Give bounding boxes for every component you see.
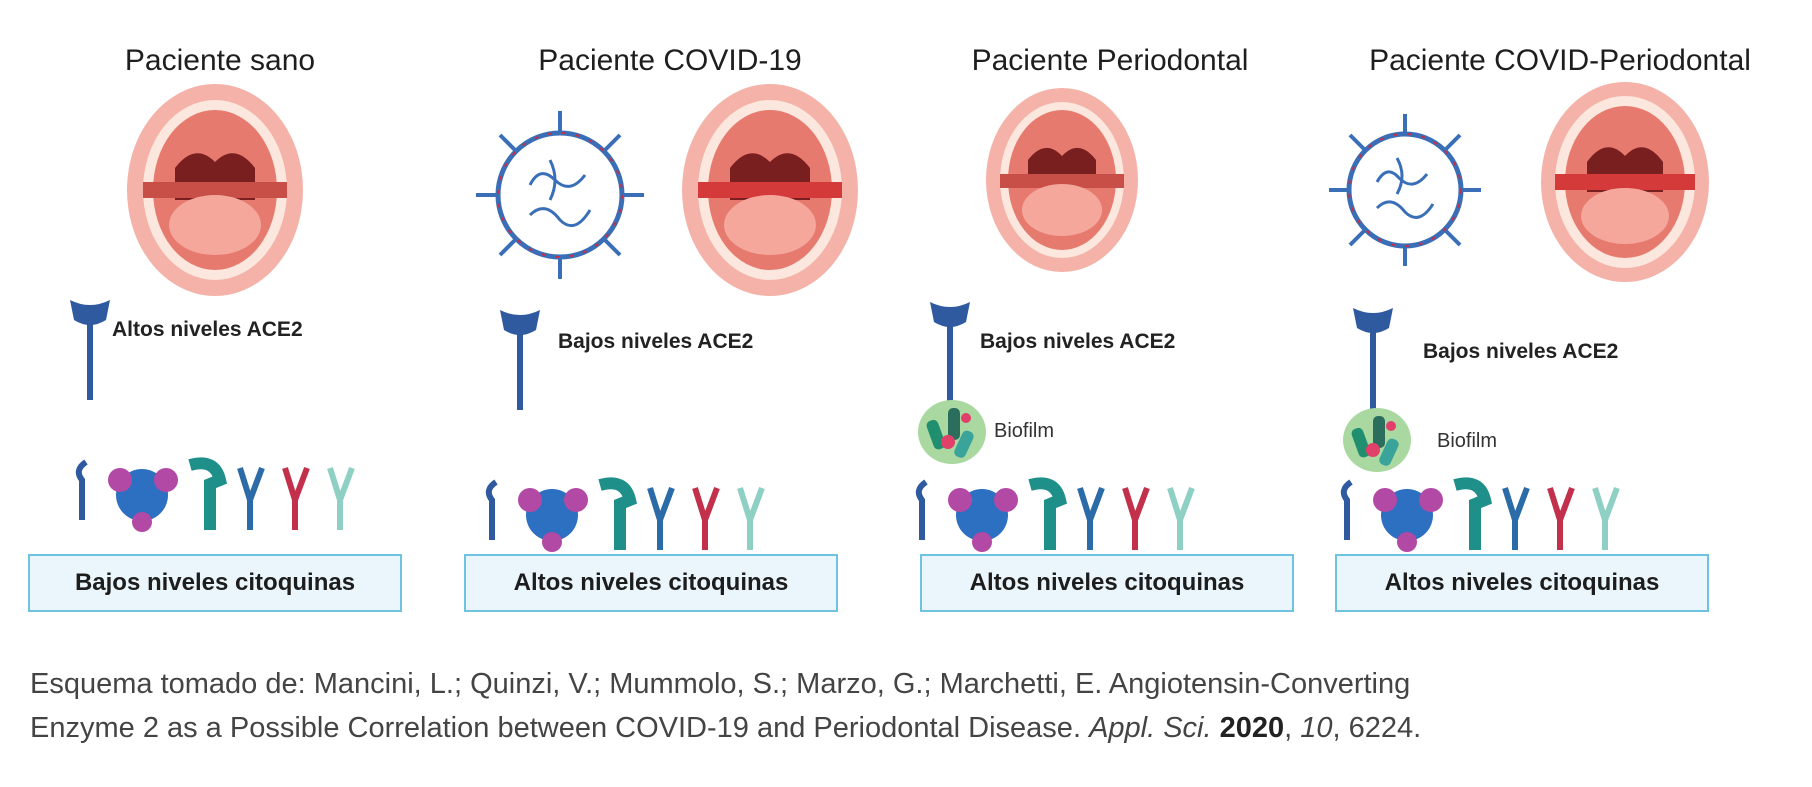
citation-title: Enzyme 2 as a Possible Correlation betwe… xyxy=(30,712,1081,744)
mouth-icon xyxy=(682,84,858,296)
cytokine-molecules-icon xyxy=(1340,477,1620,552)
ace2-receptor-icon xyxy=(500,310,540,410)
panel-covid-periodontal: Paciente COVID-Periodontal xyxy=(1325,0,1795,640)
cytokine-level-box: Altos niveles citoquinas xyxy=(920,554,1294,612)
ace2-receptor-icon xyxy=(1353,308,1393,410)
mouth-icon xyxy=(127,84,303,296)
panel-illustration xyxy=(70,84,355,532)
panel-periodontal: Paciente Periodontal xyxy=(900,0,1320,640)
panel-illustration xyxy=(476,84,858,552)
biofilm-label: Biofilm xyxy=(1437,430,1498,452)
panel-illustration xyxy=(915,88,1195,552)
cytokine-level-box: Bajos niveles citoquinas xyxy=(28,554,402,612)
panel-title: Paciente COVID-19 xyxy=(538,44,802,77)
citation-line-1: Esquema tomado de: Mancini, L.; Quinzi, … xyxy=(30,668,1411,700)
panel-healthy: Paciente sano Altos niveles ACE2 Bajos n… xyxy=(20,0,420,640)
panel-illustration xyxy=(1329,82,1709,552)
citation-journal: Appl. Sci. xyxy=(1089,712,1212,744)
mouth-icon xyxy=(986,88,1138,272)
ace2-level-label: Bajos niveles ACE2 xyxy=(558,330,754,353)
panel-title: Paciente COVID-Periodontal xyxy=(1369,44,1751,77)
ace2-level-label: Altos niveles ACE2 xyxy=(112,318,303,341)
biofilm-icon xyxy=(1343,408,1411,472)
ace2-level-label: Bajos niveles ACE2 xyxy=(1423,340,1619,363)
biofilm-icon xyxy=(918,400,986,464)
citation-article: 6224. xyxy=(1348,712,1422,744)
panel-covid: Paciente COVID-19 xyxy=(464,0,870,640)
virus-icon xyxy=(476,111,644,279)
ace2-receptor-icon xyxy=(930,302,970,404)
cytokine-level-box: Altos niveles citoquinas xyxy=(1335,554,1709,612)
mouth-icon xyxy=(1541,82,1709,282)
citation: Esquema tomado de: Mancini, L.; Quinzi, … xyxy=(30,662,1790,750)
cytokine-molecules-icon xyxy=(75,457,355,532)
ace2-level-label: Bajos niveles ACE2 xyxy=(980,330,1176,353)
citation-line-2: Enzyme 2 as a Possible Correlation betwe… xyxy=(30,712,1422,744)
panel-title: Paciente Periodontal xyxy=(971,44,1249,77)
cytokine-level-box: Altos niveles citoquinas xyxy=(464,554,838,612)
cytokine-molecules-icon xyxy=(485,477,765,552)
cytokine-molecules-icon xyxy=(915,477,1195,552)
citation-year: 2020 xyxy=(1219,712,1285,744)
panel-title: Paciente sano xyxy=(124,44,316,77)
biofilm-label: Biofilm xyxy=(994,420,1055,442)
citation-volume: 10 xyxy=(1300,712,1333,744)
virus-icon xyxy=(1329,114,1481,266)
ace2-receptor-icon xyxy=(70,300,110,400)
